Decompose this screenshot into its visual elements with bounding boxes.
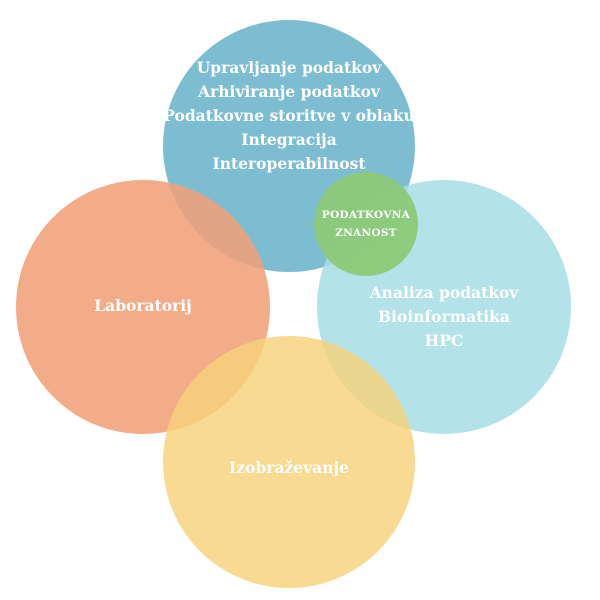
circle-education bbox=[163, 336, 415, 588]
data-analysis-label: Analiza podatkov Bioinformatika HPC bbox=[317, 281, 571, 353]
label-line: HPC bbox=[424, 331, 464, 350]
label-line: Upravljanje podatkov bbox=[196, 58, 382, 77]
data-management-label: Upravljanje podatkov Arhiviranje podatko… bbox=[163, 56, 415, 176]
education-label: Izobraževanje bbox=[229, 458, 349, 477]
label-line: Arhiviranje podatkov bbox=[198, 82, 380, 101]
label-line: Bioinformatika bbox=[378, 307, 510, 326]
label-line: Podatkovne storitve v oblaku bbox=[163, 106, 415, 125]
laboratory-label: Laboratorij bbox=[94, 296, 192, 315]
label-line: ZNANOST bbox=[335, 227, 397, 239]
data-science-label: PODATKOVNA ZNANOST bbox=[314, 206, 418, 242]
label-line: Interoperabilnost bbox=[212, 154, 366, 173]
label-line: Integracija bbox=[241, 130, 337, 149]
label-line: Analiza podatkov bbox=[369, 283, 519, 302]
circle-data-science bbox=[314, 172, 418, 276]
label-line: PODATKOVNA bbox=[321, 209, 411, 221]
